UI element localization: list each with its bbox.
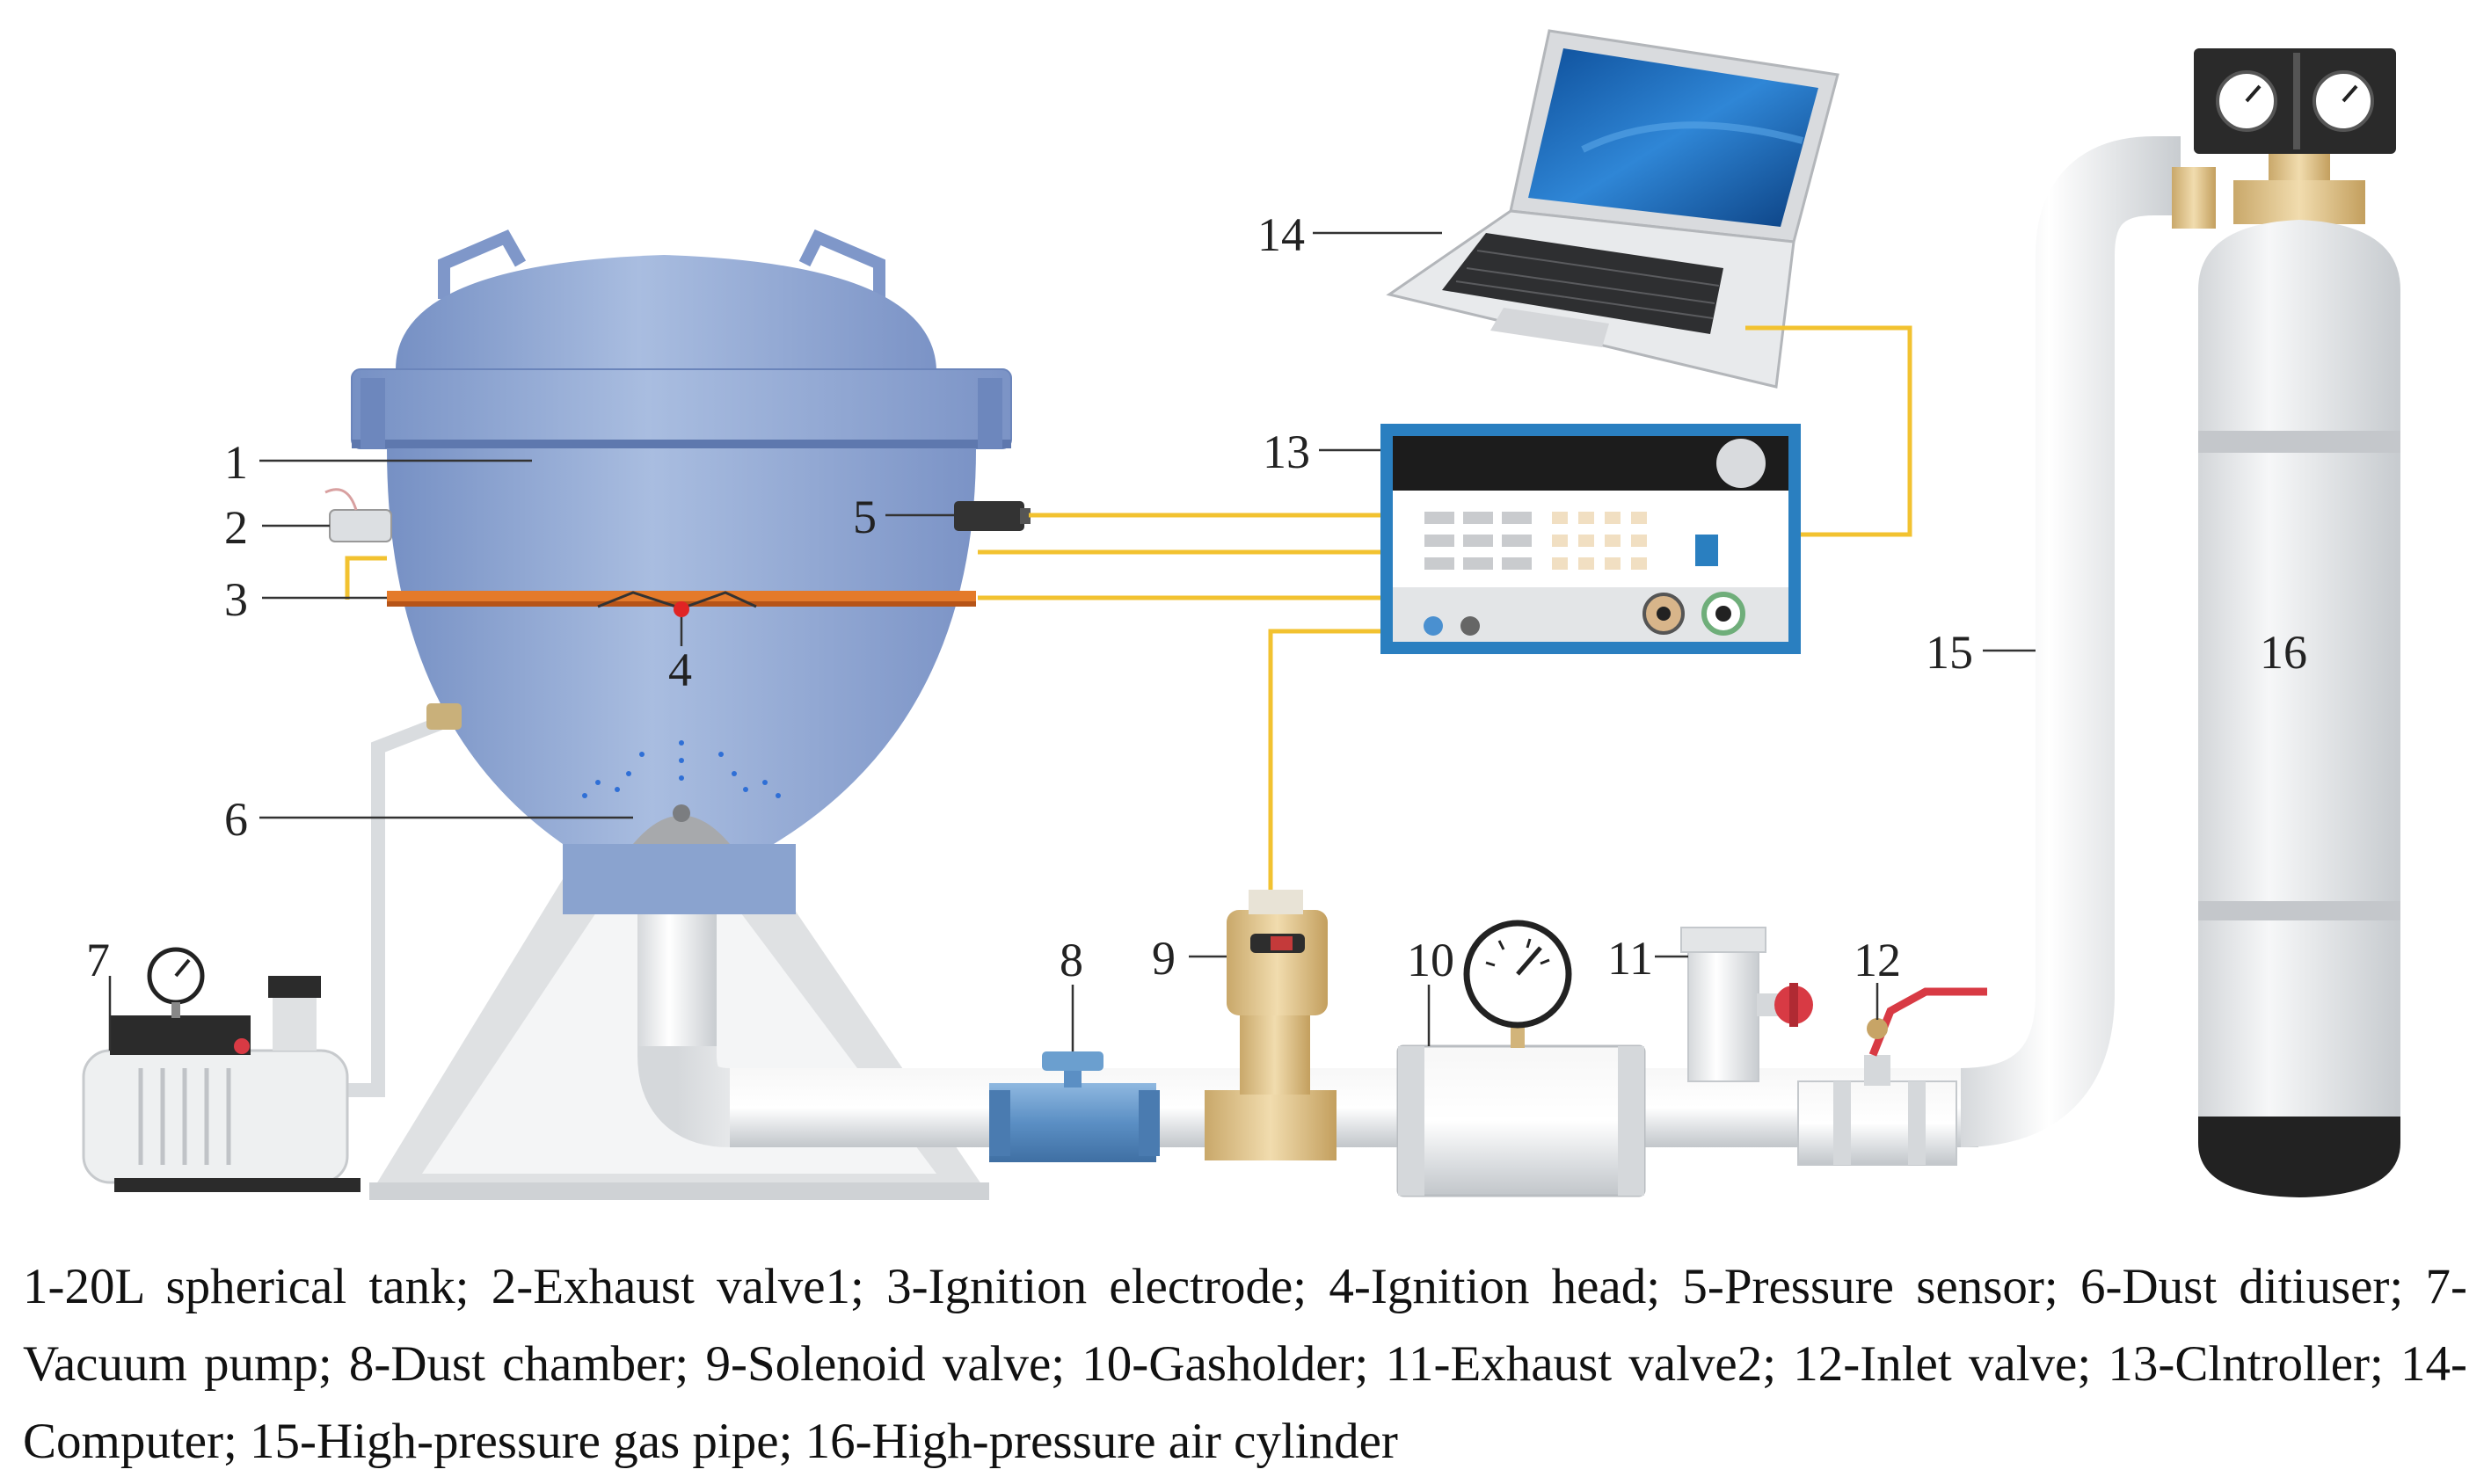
- ignition-head-dot: [674, 601, 689, 617]
- label-6: 6: [224, 793, 248, 846]
- label-11: 11: [1607, 932, 1653, 985]
- gasholder: [1396, 920, 1646, 1197]
- label-9: 9: [1152, 932, 1176, 985]
- label-15: 15: [1926, 626, 1973, 679]
- vacuum-pump: [82, 947, 361, 1192]
- controller: [1380, 424, 1801, 654]
- dust-chamber: [989, 1051, 1160, 1162]
- exhaust-valve-2: [1680, 927, 1813, 1082]
- label-14: 14: [1257, 208, 1305, 261]
- signal-wires: [345, 325, 1912, 890]
- experimental-setup-diagram: 1 2 3 4 5 6 7 8 9 10 11 12 13 14 15 16: [82, 29, 2400, 1200]
- solenoid-valve: [1205, 890, 1337, 1160]
- figure-caption: 1-20L spherical tank; 2-Exhaust valve1; …: [23, 1259, 2467, 1469]
- pipework: [637, 136, 2181, 1147]
- label-8: 8: [1060, 934, 1083, 986]
- component-labels: 1 2 3 4 5 6 7 8 9 10 11 12 13 14 15 16: [86, 208, 2307, 986]
- label-10: 10: [1407, 934, 1454, 986]
- label-16: 16: [2260, 626, 2307, 679]
- label-13: 13: [1263, 426, 1310, 478]
- label-1: 1: [224, 436, 248, 489]
- leader-lines: [108, 231, 2036, 1051]
- label-3: 3: [224, 573, 248, 626]
- label-4: 4: [668, 644, 692, 696]
- label-7: 7: [86, 934, 110, 986]
- pressure-sensor: [954, 501, 1031, 531]
- computer-laptop: [1386, 29, 1839, 389]
- high-pressure-air-cylinder: [2172, 48, 2400, 1197]
- spherical-tank: [351, 229, 1012, 844]
- inlet-valve: [1797, 987, 1987, 1166]
- label-5: 5: [853, 491, 877, 543]
- exhaust-valve-1: [324, 488, 392, 542]
- label-2: 2: [224, 501, 248, 554]
- label-12: 12: [1854, 934, 1901, 986]
